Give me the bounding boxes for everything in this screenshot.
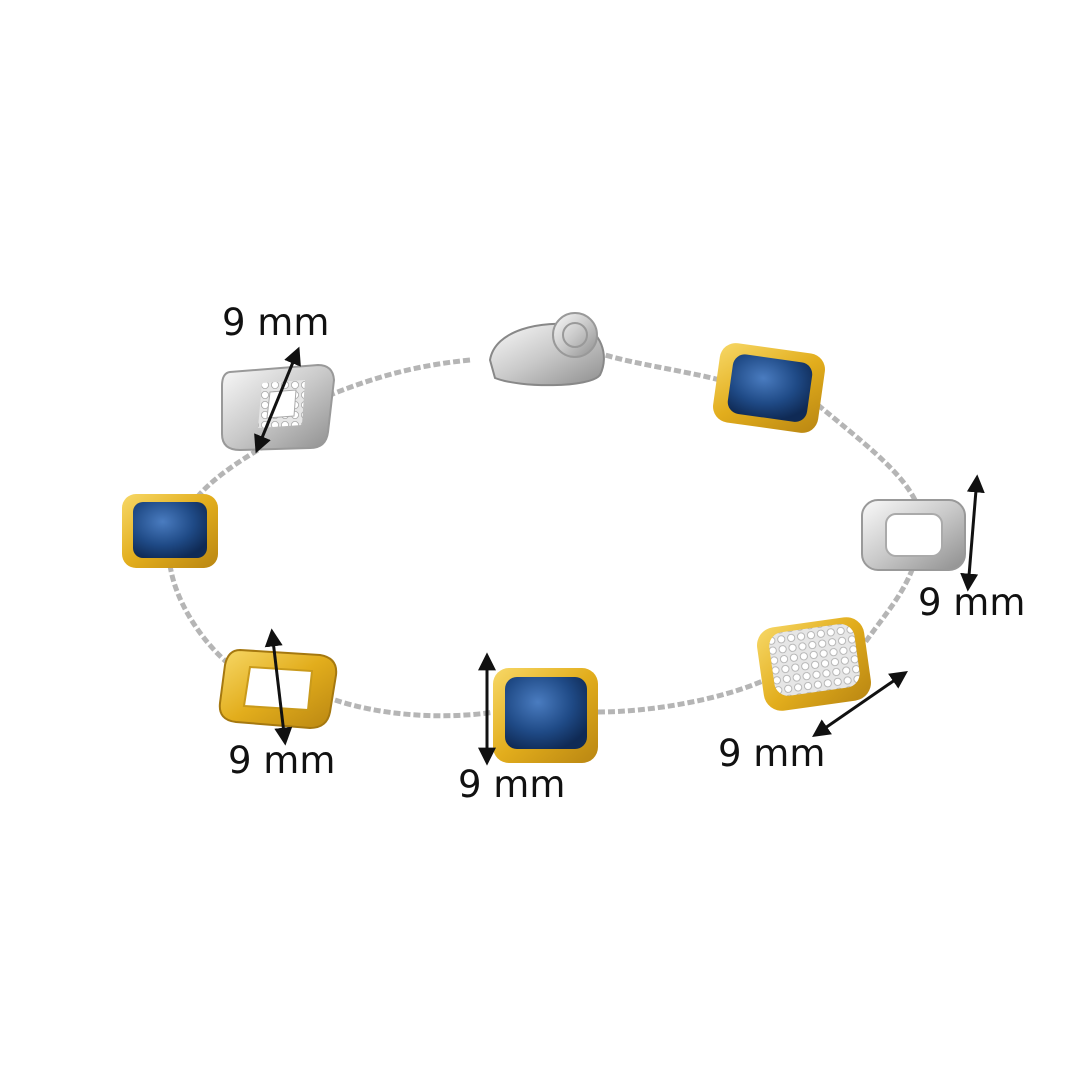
dimension-arrow <box>812 670 908 738</box>
blue-stone-left <box>122 494 218 568</box>
dimension-arrow <box>254 346 301 454</box>
dimension-label-bottom-center: 9 mm <box>458 763 566 806</box>
blue-stone-top-right <box>713 343 825 433</box>
dimension-label-right: 9 mm <box>918 581 1026 624</box>
dimension-label-bottom-left: 9 mm <box>228 739 336 782</box>
dimension-arrow <box>264 628 293 746</box>
chain <box>167 352 918 719</box>
dimension-arrow <box>960 474 985 592</box>
dimension-label-bottom-right: 9 mm <box>718 732 826 775</box>
lobster-clasp <box>488 312 605 387</box>
dimension-label-top-left: 9 mm <box>222 301 330 344</box>
pave-open-square-top-left <box>221 363 336 452</box>
silver-open-square-right <box>861 499 966 571</box>
pave-gold-square-bottom-right <box>757 617 871 711</box>
logo-icon <box>562 322 588 348</box>
blue-stone-bottom-center <box>493 668 598 763</box>
